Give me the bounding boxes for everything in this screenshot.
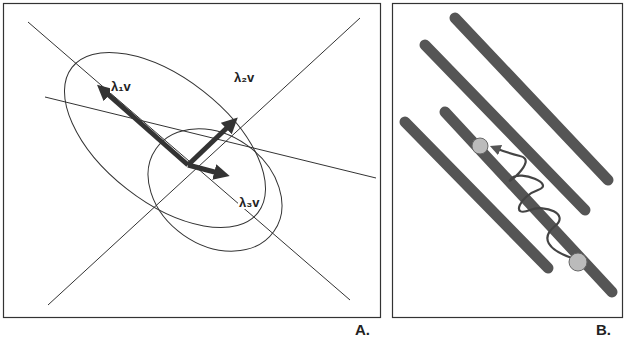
vector-label: λ₃v xyxy=(238,196,260,209)
ellipses xyxy=(34,18,306,276)
panel-frame xyxy=(393,4,623,318)
panel-label: A. xyxy=(355,322,370,337)
eigen-vectors xyxy=(103,90,232,174)
rods xyxy=(405,18,612,292)
vector-label: λ₁v xyxy=(110,80,132,93)
wavy-chain xyxy=(495,148,572,258)
axis-lines xyxy=(28,18,376,305)
beads xyxy=(472,138,587,271)
panel-label: B. xyxy=(596,322,611,337)
vector-label: λ₂v xyxy=(233,71,255,84)
panel-frame xyxy=(4,4,381,318)
